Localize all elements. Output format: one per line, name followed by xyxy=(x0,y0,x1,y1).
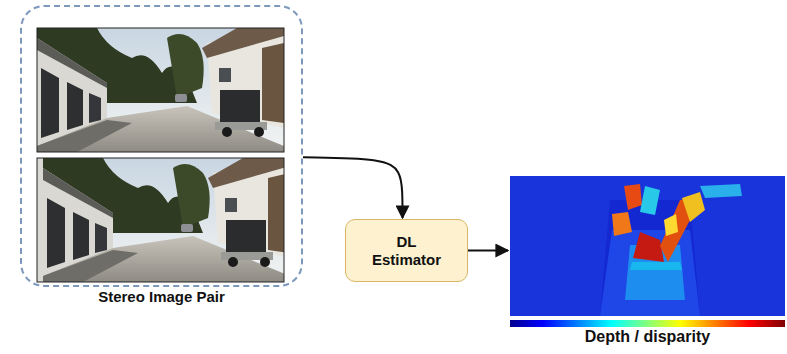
flow-arrow xyxy=(303,157,403,218)
stereo-left-photo xyxy=(37,28,284,152)
stereo-right-photo xyxy=(37,158,290,282)
stereo-pair-frame: Stereo Image Pair xyxy=(20,5,303,287)
node-label: Stereo Image Pair xyxy=(22,288,301,306)
depth-map-image xyxy=(510,176,785,316)
estimator-box: DL Estimator xyxy=(345,219,468,282)
flow-arrow xyxy=(468,250,508,252)
colour-bar xyxy=(510,320,785,327)
depth-map-panel: Depth / disparity xyxy=(510,176,785,348)
node-label: DL Estimator xyxy=(365,229,449,273)
node-label: Depth / disparity xyxy=(510,327,785,346)
